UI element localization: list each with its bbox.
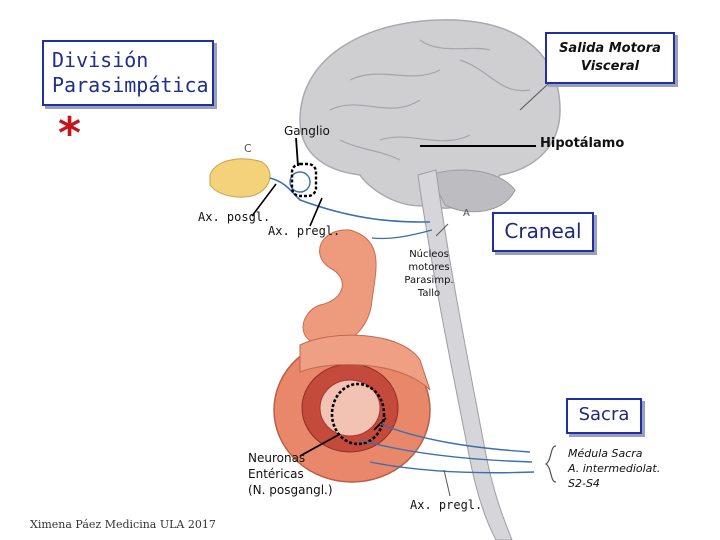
title-box: División Parasimpática	[42, 40, 214, 106]
brain	[299, 19, 561, 209]
cranial-nerve-pathway-2	[371, 229, 433, 240]
label-medula: Médula Sacra A. intermediolat. S2-S4	[568, 447, 661, 490]
ax-posgl-pointer	[251, 183, 277, 217]
label-ax-pregl-top: Ax. pregl.	[268, 224, 341, 238]
label-ax-posgl: Ax. posgl.	[198, 210, 271, 224]
sacra-box: Sacra	[566, 398, 642, 434]
label-nucleos: Núcleos motores Parasimp. Tallo	[404, 249, 454, 299]
label-ganglio: Ganglio	[284, 124, 330, 138]
ax-pregl-pointer	[309, 197, 323, 227]
cerebellum	[429, 169, 516, 213]
neuronas-pointer	[299, 433, 341, 457]
craneal-box: Craneal	[492, 212, 594, 252]
spinal-cord	[417, 169, 513, 540]
intestine-upper	[302, 229, 377, 347]
label-letter-a: A	[463, 208, 470, 219]
brain-folds	[329, 39, 531, 161]
gland	[209, 158, 271, 198]
sacral-nerve-2	[359, 439, 533, 463]
salida-motora-box: Salida Motora Visceral	[545, 32, 675, 84]
ganglio-pointer	[295, 137, 299, 167]
intestine-mucosa	[319, 379, 381, 437]
salida-pointer	[519, 83, 549, 111]
nucleos-pointer	[435, 223, 449, 237]
enteric-highlight	[330, 382, 386, 446]
ganglion	[289, 171, 311, 193]
label-ax-pregl-bottom: Ax. pregl.	[410, 498, 483, 512]
sacral-nerve-1	[379, 423, 531, 453]
label-hipotalamo: Hipotálamo	[540, 136, 625, 151]
label-neuronas: Neuronas Entéricas (N. posgangl.)	[248, 451, 333, 497]
ax-pregl-bottom-pointer	[443, 469, 451, 497]
credit: Ximena Páez Medicina ULA 2017	[30, 518, 216, 531]
label-letter-c: C	[244, 142, 252, 155]
intestine-tube	[299, 334, 431, 391]
cranial-nerve-pathway	[269, 177, 431, 223]
asterisk-mark: *	[58, 108, 82, 159]
medula-brace	[544, 445, 557, 483]
ganglion-highlight	[290, 162, 318, 198]
sacral-nerve-3	[369, 461, 535, 474]
